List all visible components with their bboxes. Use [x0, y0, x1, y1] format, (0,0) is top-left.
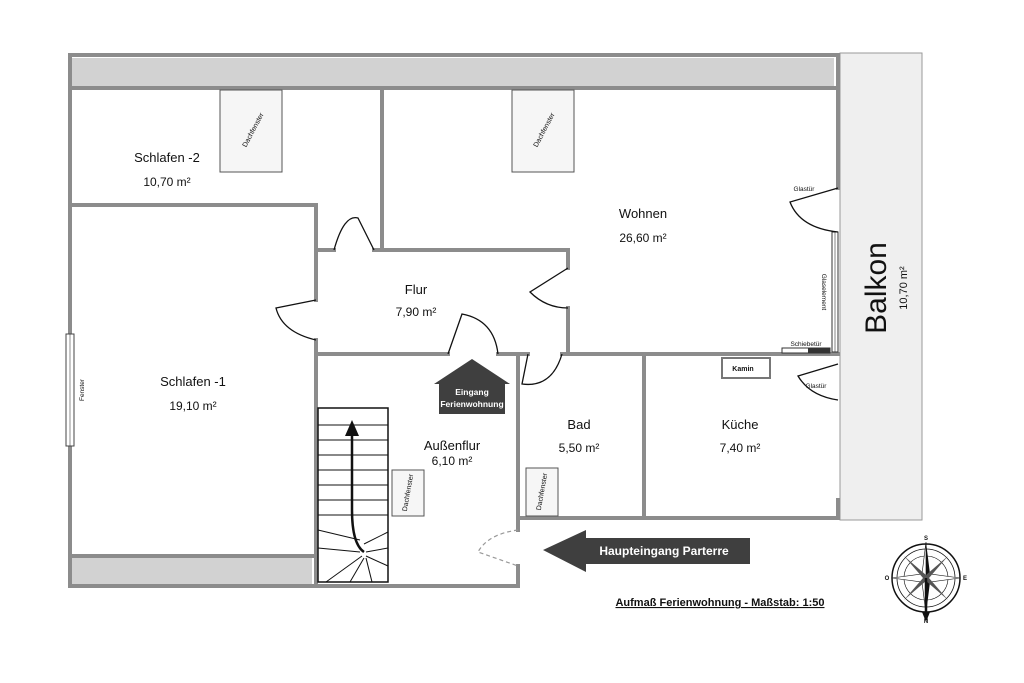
compass-south: S: [924, 536, 928, 542]
balkon-area: [839, 52, 923, 521]
balkon-area: 10,70 m²: [898, 266, 910, 310]
glastuer-label-kueche: Glastür: [806, 383, 828, 390]
room-name-flur: Flur: [405, 282, 428, 297]
door-swings[interactable]: [275, 187, 839, 401]
plan-caption: Aufmaß Ferienwohnung - Maßstab: 1:50: [615, 597, 824, 609]
room-area-kueche: 7,40 m²: [720, 441, 761, 455]
room-area-aussenflur: 6,10 m²: [432, 454, 473, 468]
roof-band-bottom: [72, 558, 312, 584]
kamin-box: [721, 357, 771, 379]
compass-east: E: [963, 576, 967, 582]
kamin-label: Kamin: [732, 366, 753, 373]
staircase: [317, 407, 389, 583]
compass-west: O: [885, 576, 890, 582]
glastuer-label-wohnen: Glastür: [794, 186, 816, 193]
eingang-label-1: Eingang: [455, 387, 489, 397]
room-area-wohnen: 26,60 m²: [619, 231, 666, 245]
schiebetuer-label: Schiebetür: [790, 341, 822, 348]
skylight-schlafen2: [219, 89, 283, 173]
room-name-aussenflur: Außenflur: [424, 438, 481, 453]
room-name-wohnen: Wohnen: [619, 206, 667, 221]
compass-rose-icon: S N O E: [885, 536, 967, 625]
roof-band-top: [72, 58, 834, 86]
compass-north: N: [924, 619, 928, 625]
eingang-arrow: Eingang Ferienwohnung: [434, 359, 510, 414]
skylight-aussenflur: [391, 469, 425, 517]
skylight-wohnen: [511, 89, 575, 173]
room-name-bad: Bad: [567, 417, 590, 432]
room-area-flur: 7,90 m²: [396, 305, 437, 319]
room-area-bad: 5,50 m²: [559, 441, 600, 455]
room-name-kueche: Küche: [722, 417, 759, 432]
room-area-schlafen2: 10,70 m²: [143, 175, 190, 189]
room-name-schlafen1: Schlafen -1: [160, 374, 226, 389]
haupteingang-arrow: Haupteingang Parterre: [543, 530, 750, 572]
balkon-title: Balkon: [860, 242, 893, 334]
fenster-label: Fenster: [79, 378, 86, 401]
eingang-label-2: Ferienwohnung: [440, 399, 503, 409]
outer-door-dashed[interactable]: [477, 529, 519, 567]
room-area-schlafen1: 19,10 m²: [169, 399, 216, 413]
walls: [68, 53, 840, 588]
skylight-bad: [525, 467, 559, 517]
glaselement-label: Glaselement: [820, 274, 827, 311]
haupteingang-label: Haupteingang Parterre: [599, 544, 729, 558]
room-name-schlafen2: Schlafen -2: [134, 150, 200, 165]
